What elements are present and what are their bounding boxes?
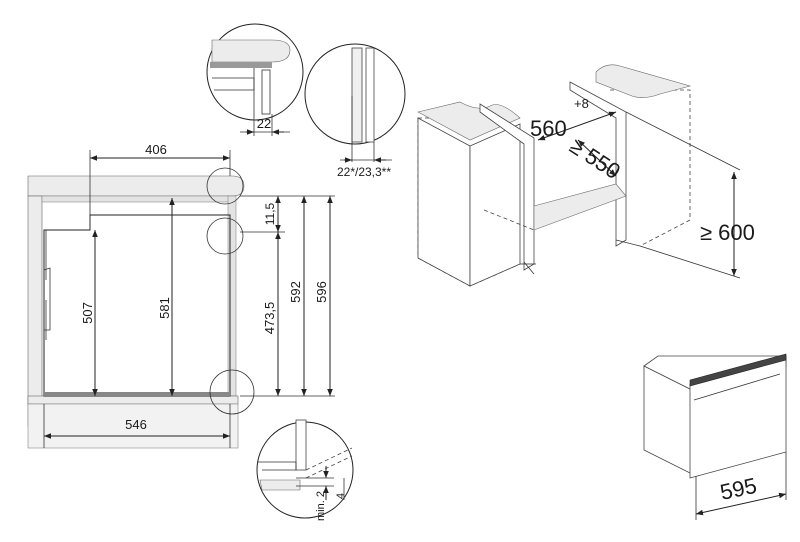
- dim-22-23-3: 22*/23,3**: [337, 165, 391, 179]
- cabinet-height: ≥ 600: [700, 220, 755, 245]
- oven-isometric: 595: [643, 353, 787, 520]
- oven-width: 595: [718, 473, 759, 505]
- dim-406: 406: [145, 142, 167, 157]
- cabinet-width-tolerance: +8: [574, 96, 589, 111]
- detail-panel-gap: 22*/23,3**: [304, 43, 406, 179]
- detail-bottom-gap: min. 2 4: [256, 419, 354, 521]
- dim-507: 507: [80, 302, 95, 324]
- dim-22: 22: [257, 116, 271, 131]
- dim-11-5: 11,5: [263, 202, 277, 225]
- dim-581: 581: [157, 297, 172, 319]
- dim-473-5: 473,5: [262, 302, 277, 335]
- cabinet-width: 560: [530, 116, 567, 141]
- dim-596: 596: [314, 281, 329, 303]
- dim-546: 546: [125, 417, 147, 432]
- cabinet-isometric: 560 +8 ≥ 550 ≥ 600: [417, 64, 755, 287]
- dim-min-2: min. 2: [315, 491, 327, 521]
- dim-592: 592: [288, 281, 303, 303]
- detail-worktop-gap: 22: [206, 23, 304, 136]
- dim-4: 4: [335, 493, 347, 499]
- side-section-view: 406 546 507 581 11,5 473,5 592 596: [27, 142, 335, 449]
